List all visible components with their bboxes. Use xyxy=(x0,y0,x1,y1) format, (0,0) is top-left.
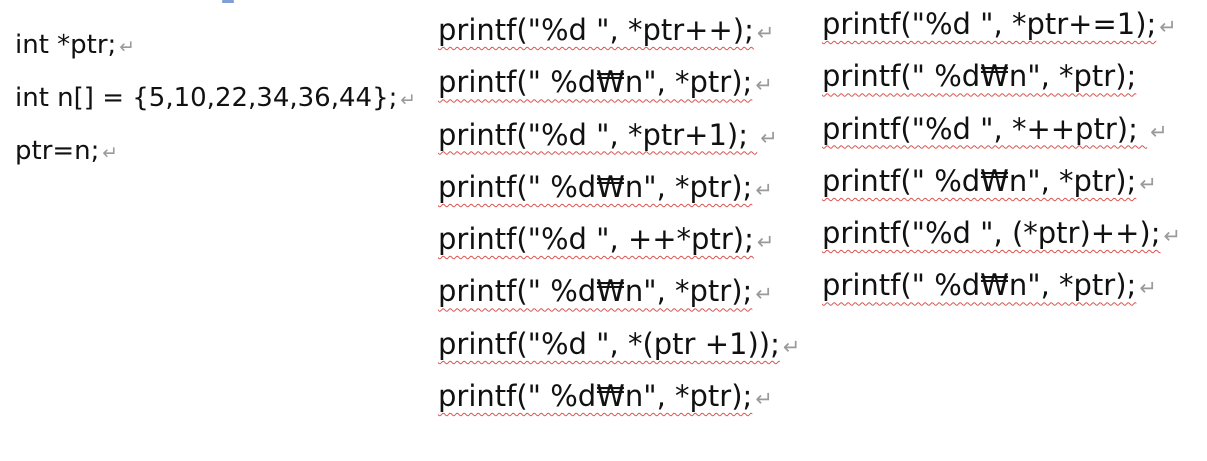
paragraph-mark-icon: ↵ xyxy=(1150,119,1168,144)
code-line: printf(" %d₩n", *ptr);↵ xyxy=(438,68,800,120)
code-line: printf("%d ", *ptr+=1);↵ xyxy=(822,10,1181,62)
code-line-text: printf(" %d₩n", *ptr); xyxy=(822,59,1137,94)
code-line: printf(" %d₩n", *ptr); xyxy=(822,62,1181,114)
code-line-text: printf("%d ", *ptr+1); xyxy=(438,117,758,152)
paragraph-mark-icon: ↵ xyxy=(1159,15,1177,39)
code-line-text: printf("%d ", *ptr++); xyxy=(438,13,754,47)
code-line-text: printf(" %d₩n", *ptr); xyxy=(438,274,753,309)
paragraph-mark-icon: ↵ xyxy=(756,21,775,45)
paragraph-mark-icon: ↵ xyxy=(1139,276,1157,301)
code-line-text: printf("%d ", *++ptr); xyxy=(822,111,1148,146)
code-line: printf("%d ", *ptr++);↵ xyxy=(438,16,800,68)
paragraph-mark-icon: ↵ xyxy=(755,282,773,307)
paragraph-mark-icon: ↵ xyxy=(755,73,773,98)
code-line-text: printf(" %d₩n", *ptr); xyxy=(438,169,753,204)
code-line: printf(" %d₩n", *ptr);↵ xyxy=(822,271,1181,323)
code-line-text: printf(" %d₩n", *ptr); xyxy=(438,379,753,414)
code-line-text: printf("%d ", *(ptr +1)); xyxy=(438,326,780,361)
paragraph-mark-icon: ↵ xyxy=(119,37,135,58)
paragraph-mark-icon: ↵ xyxy=(755,177,773,202)
code-line: printf("%d ", *++ptr); ↵ xyxy=(822,111,1181,167)
paragraph-mark-icon: ↵ xyxy=(760,125,778,150)
code-line: printf("%d ", *ptr+1); ↵ xyxy=(438,117,800,173)
code-line-text: printf("%d ", (*ptr)++); xyxy=(822,216,1161,251)
code-line-text: printf(" %d₩n", *ptr); xyxy=(822,163,1137,198)
code-line: printf(" %d₩n", *ptr);↵ xyxy=(822,163,1181,219)
code-line: printf(" %d₩n", *ptr);↵ xyxy=(438,169,800,225)
printf-column-right: printf("%d ", *ptr+=1);↵ printf(" %d₩n",… xyxy=(822,10,1181,324)
code-line-text: ptr=n; xyxy=(15,136,100,166)
paragraph-mark-icon: ↵ xyxy=(782,334,801,359)
code-line: int n[] = {5,10,22,34,36,44};↵ xyxy=(15,85,416,138)
code-line: printf("%d ", (*ptr)++);↵ xyxy=(822,219,1181,271)
code-line-text: printf("%d ", ++*ptr); xyxy=(438,222,754,257)
code-line: int *ptr;↵ xyxy=(15,32,416,85)
declarations-block: int *ptr;↵ int n[] = {5,10,22,34,36,44};… xyxy=(15,32,416,191)
top-accent-fragment xyxy=(222,0,234,3)
paragraph-mark-icon: ↵ xyxy=(102,143,119,164)
code-line-text: int *ptr; xyxy=(15,30,117,60)
printf-column-middle: printf("%d ", *ptr++);↵ printf(" %d₩n", … xyxy=(438,16,800,434)
code-line-text: printf(" %d₩n", *ptr); xyxy=(822,268,1137,303)
code-line: ptr=n;↵ xyxy=(15,138,416,191)
paragraph-mark-icon: ↵ xyxy=(755,387,773,412)
code-line: printf(" %d₩n", *ptr);↵ xyxy=(438,277,800,329)
code-line-text: printf("%d ", *ptr+=1); xyxy=(822,7,1157,41)
paragraph-mark-icon: ↵ xyxy=(1139,171,1157,196)
code-line: printf("%d ", *(ptr +1));↵ xyxy=(438,326,801,382)
paragraph-mark-icon: ↵ xyxy=(1163,224,1181,249)
code-line: printf("%d ", ++*ptr);↵ xyxy=(438,225,800,277)
code-line: printf(" %d₩n", *ptr);↵ xyxy=(438,382,800,434)
paragraph-mark-icon: ↵ xyxy=(400,90,417,111)
paragraph-mark-icon: ↵ xyxy=(756,230,775,255)
code-line-text: int n[] = {5,10,22,34,36,44}; xyxy=(15,83,398,113)
code-line-text: printf(" %d₩n", *ptr); xyxy=(438,65,753,100)
